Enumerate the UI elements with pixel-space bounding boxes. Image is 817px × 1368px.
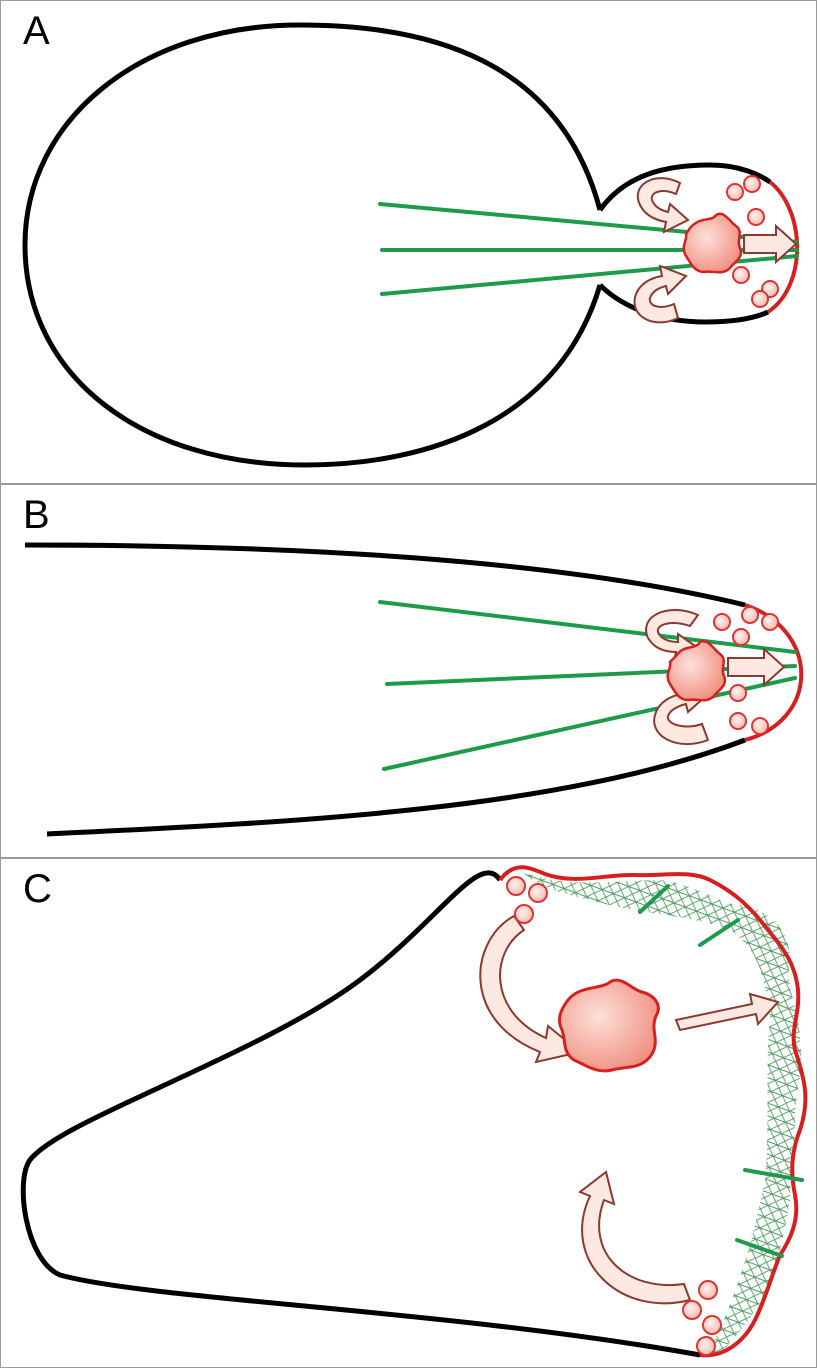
panel-b-drawing: [25, 545, 801, 834]
vesicle: [733, 267, 749, 283]
actin-mesh: [520, 870, 801, 1355]
vesicle: [742, 607, 758, 623]
cell-outline: [23, 873, 700, 1355]
curved-transport-arrow-bottom: [580, 1172, 690, 1303]
vesicle: [683, 1301, 701, 1319]
vesicle: [507, 877, 525, 895]
vesicle: [752, 718, 768, 734]
vesicle: [714, 614, 730, 630]
vesicle: [752, 291, 768, 307]
vesicle: [529, 884, 547, 902]
spitzenkorper: [560, 980, 659, 1071]
panel-c-drawing: [23, 867, 805, 1355]
spitzenkorper: [684, 214, 741, 273]
vesicle: [733, 629, 749, 645]
vesicle: [748, 209, 764, 225]
vesicle: [727, 184, 743, 200]
vesicle: [697, 1337, 715, 1355]
microtubule: [380, 602, 795, 652]
vesicle: [744, 176, 760, 192]
curved-transport-arrow-bottom: [635, 266, 686, 322]
vesicle: [730, 685, 746, 701]
panel-a-drawing: [25, 25, 797, 465]
growth-arrow: [676, 994, 778, 1030]
vesicle: [730, 713, 746, 729]
cell-body-outline: [25, 25, 600, 465]
vesicle: [762, 614, 778, 630]
vesicle: [515, 905, 533, 923]
growth-arrow: [728, 649, 784, 685]
vesicle: [703, 1316, 721, 1334]
curved-transport-arrow-top: [638, 178, 688, 232]
hypha-outline: [25, 545, 745, 834]
vesicle: [699, 1281, 717, 1299]
